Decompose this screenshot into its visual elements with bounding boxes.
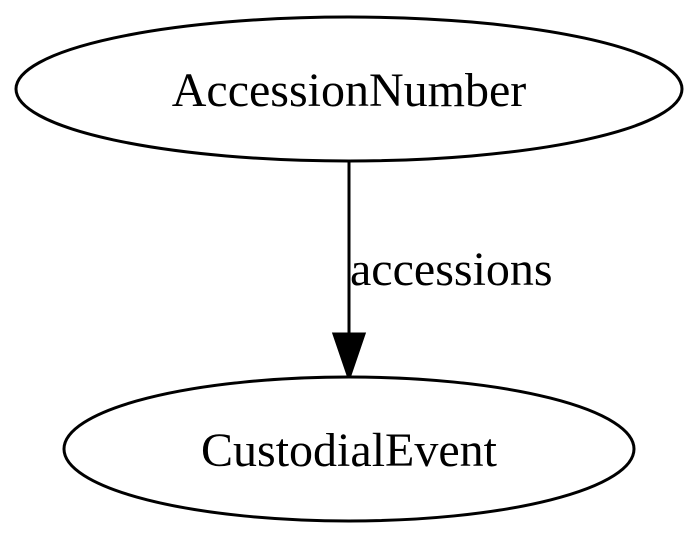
node-accession-number[interactable]: AccessionNumber: [14, 15, 684, 163]
node-custodial-event-label: CustodialEvent: [201, 424, 498, 477]
edge-accessions-label: accessions: [350, 243, 553, 296]
node-custodial-event-shape: [62, 375, 636, 523]
edge-accessions-arrowhead: [331, 332, 367, 383]
node-custodial-event[interactable]: CustodialEvent: [62, 375, 636, 523]
node-accession-number-label: AccessionNumber: [172, 64, 527, 117]
edge-accessions[interactable]: accessions: [331, 161, 553, 383]
